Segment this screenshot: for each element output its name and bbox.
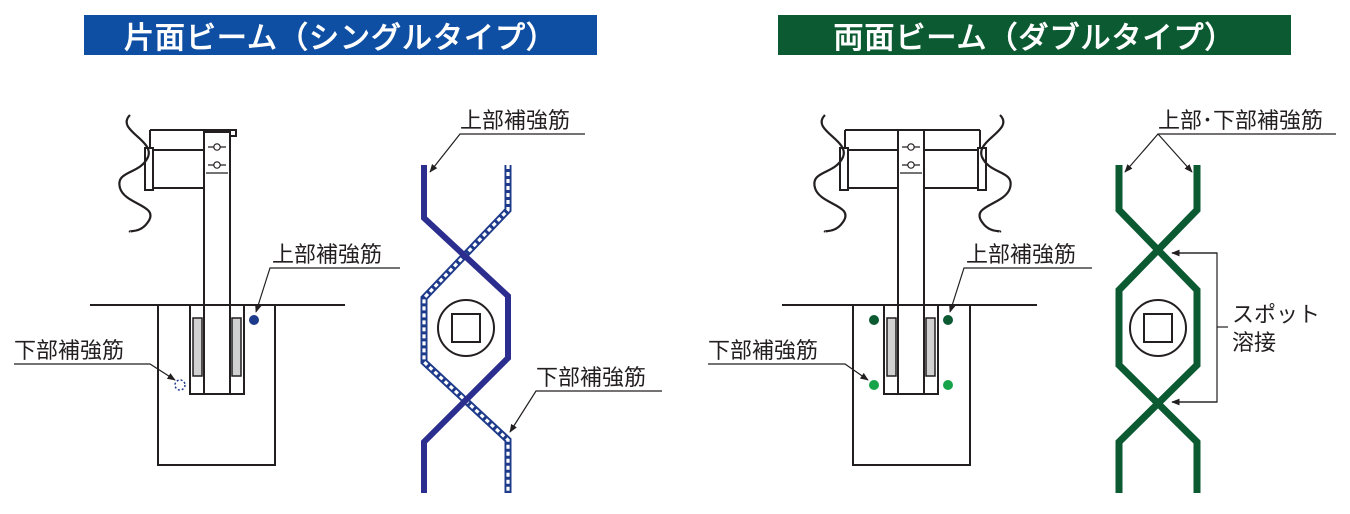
single-elev-upper-leader bbox=[255, 267, 400, 313]
double-spot-weld-label-2: 溶接 bbox=[1232, 331, 1276, 356]
double-post-bolts bbox=[900, 143, 922, 174]
single-anchor-left bbox=[192, 317, 203, 377]
single-foundation bbox=[157, 305, 276, 466]
double-sleeve bbox=[883, 304, 939, 395]
double-elev-lower-label: 下部補強筋 bbox=[708, 339, 818, 364]
double-plan-drawing bbox=[1115, 165, 1201, 493]
double-plan-rebar-leader bbox=[1124, 133, 1336, 173]
single-elev-lower-leader bbox=[14, 363, 176, 381]
double-beam-wave-left bbox=[813, 114, 847, 233]
single-sleeve bbox=[189, 304, 245, 395]
single-type-banner: 片面ビーム（シングルタイプ） bbox=[84, 15, 597, 56]
double-rebar-dots bbox=[869, 315, 953, 390]
double-plan-post-square bbox=[1143, 313, 1173, 343]
double-type-banner: 両面ビーム（ダブルタイプ） bbox=[778, 15, 1291, 56]
double-plan-rebar-left bbox=[1115, 165, 1201, 493]
double-elev-upper-label: 上部補強筋 bbox=[966, 243, 1076, 268]
single-type-title: 片面ビーム（シングルタイプ） bbox=[123, 21, 558, 56]
single-post-bolts bbox=[206, 143, 228, 174]
single-anchor-right bbox=[231, 317, 242, 377]
double-plan-rebar-label: 上部･下部補強筋 bbox=[1158, 109, 1323, 134]
single-post bbox=[203, 131, 231, 395]
single-plan-upper-rebar bbox=[421, 165, 511, 493]
double-post bbox=[897, 129, 925, 395]
double-plan-rebar-right bbox=[1115, 165, 1201, 493]
single-elev-lower-label: 下部補強筋 bbox=[14, 339, 124, 364]
double-elev-upper-leader bbox=[949, 267, 1092, 313]
single-plan-upper-label: 上部補強筋 bbox=[460, 109, 570, 134]
single-upper-rebar-dot bbox=[249, 315, 259, 325]
single-plan-lower-label: 下部補強筋 bbox=[536, 366, 646, 391]
single-elevation-drawing bbox=[90, 114, 345, 466]
double-spot-weld-label-1: スポット bbox=[1232, 303, 1320, 328]
single-plan-post-square bbox=[451, 313, 481, 343]
double-elevation-drawing bbox=[782, 114, 1037, 466]
single-plan-upper-leader bbox=[429, 133, 585, 173]
single-plan-lower-leader bbox=[509, 390, 662, 433]
double-type-title: 両面ビーム（ダブルタイプ） bbox=[833, 21, 1236, 56]
single-elev-upper-label: 上部補強筋 bbox=[272, 243, 382, 268]
single-plan-drawing bbox=[420, 165, 512, 493]
double-elev-lower-leader bbox=[708, 363, 869, 381]
single-lower-rebar-dot bbox=[174, 379, 186, 391]
double-beam-wave-right bbox=[978, 114, 1012, 233]
double-foundation bbox=[852, 305, 971, 466]
single-beam-wave bbox=[118, 114, 152, 233]
